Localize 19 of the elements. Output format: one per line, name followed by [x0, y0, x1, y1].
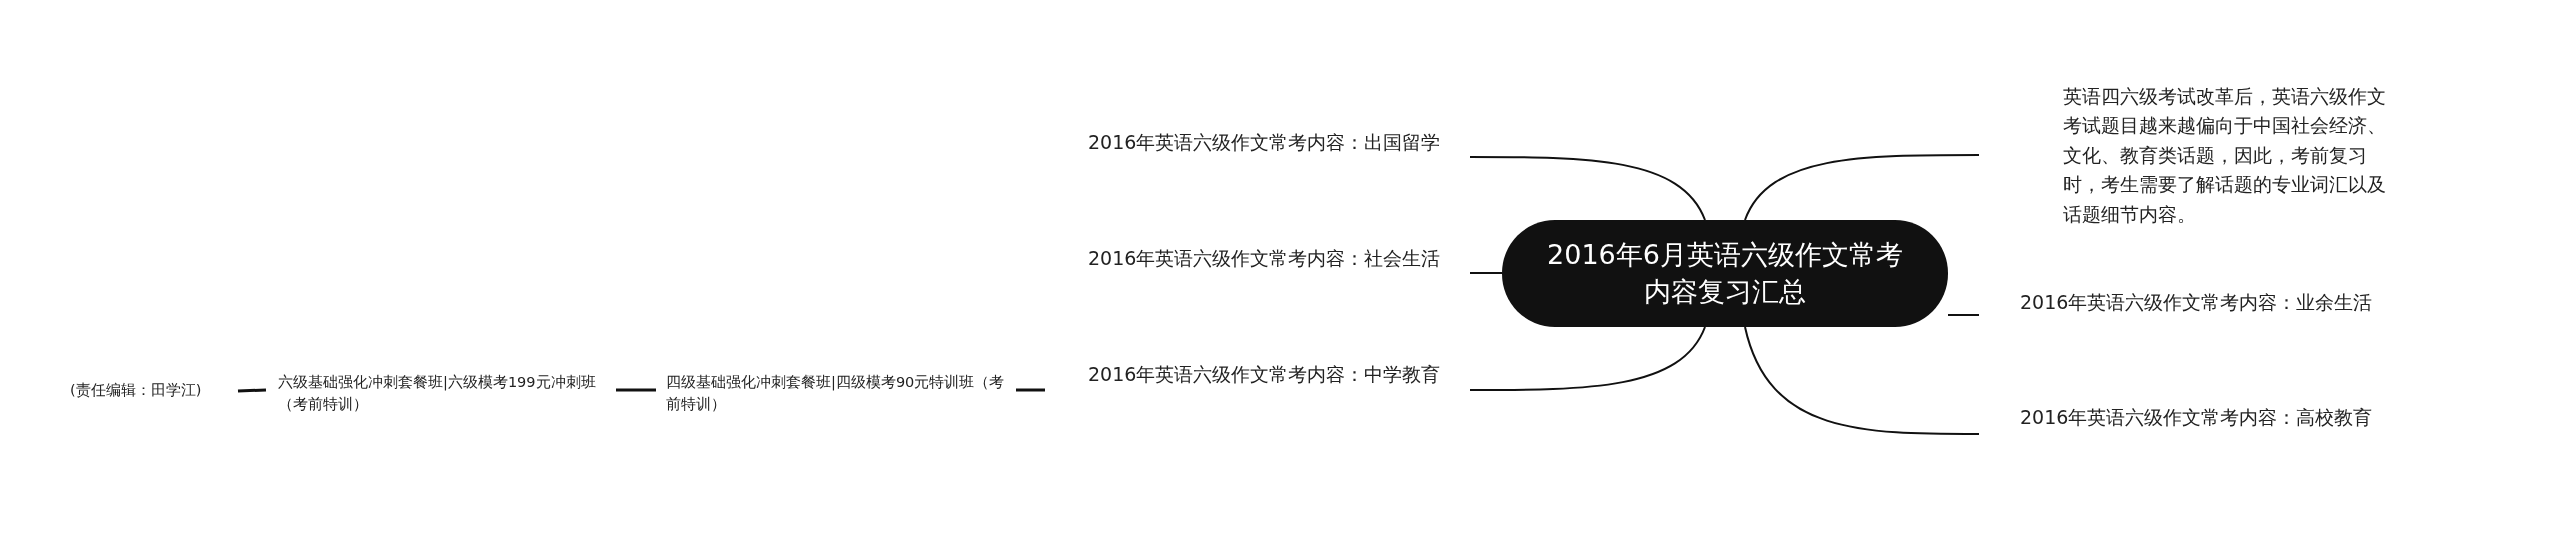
topic-text: 2016年英语六级作文常考内容：出国留学: [1088, 130, 1442, 155]
description-paragraph: 英语四六级考试改革后，英语六级作文考试题目越来越偏向于中国社会经济、文化、教育类话题，因此，考前复习时，考生需要了解话题的专业词汇以及话题细节内容。: [2063, 84, 2387, 227]
connector-line: [1016, 388, 1045, 392]
connector-line: [1469, 156, 1706, 221]
topic-text: 2016年英语六级作文常考内容：社会生活: [1088, 246, 1442, 271]
editor-note: (责任编辑：田学江): [70, 381, 203, 400]
topic-text: 四级基础强化冲刺套餐班|四级模考90元特训班（考前特训）: [666, 373, 1006, 414]
connector-line: [1744, 154, 1980, 221]
connector-line: [237, 388, 267, 393]
connector-line: [1469, 272, 1503, 274]
topic-text: 2016年英语六级作文常考内容：高校教育: [2020, 405, 2374, 430]
topic-text: 2016年英语六级作文常考内容：中学教育: [1088, 362, 1442, 387]
topic-text: 六级基础强化冲刺套餐班|六级模考199元冲刺班（考前特训）: [278, 373, 597, 414]
connector-line: [1744, 326, 1980, 435]
connector-line: [1469, 326, 1706, 391]
central-topic-pill: 2016年6月英语六级作文常考内容复习汇总: [1502, 220, 1948, 327]
topic-text: 2016年英语六级作文常考内容：业余生活: [2020, 290, 2374, 315]
connector-line: [1947, 314, 1980, 316]
connector-line: [616, 388, 656, 392]
